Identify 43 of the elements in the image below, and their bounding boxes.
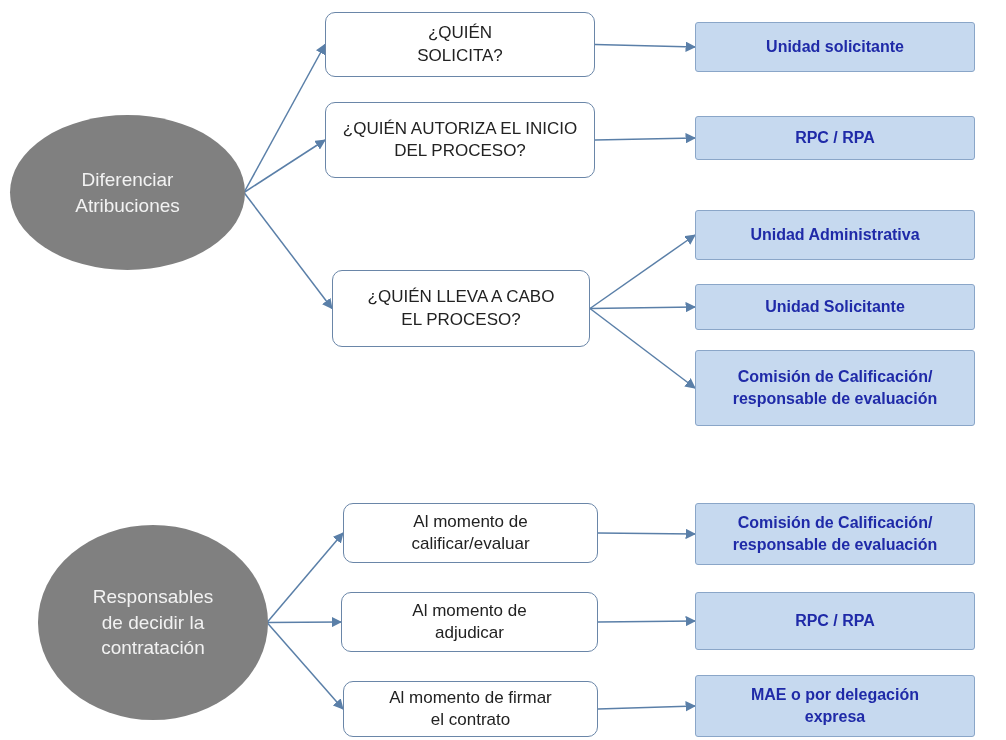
arrow xyxy=(594,41,697,52)
node-label: Al momento de adjudicar xyxy=(411,599,528,644)
answer-box xyxy=(695,350,975,426)
node-label: Al momento de firmar el contrato xyxy=(388,686,553,731)
question-box xyxy=(341,592,598,652)
node-label: MAE o por delegación expresa xyxy=(750,685,920,727)
answer-box xyxy=(695,284,975,330)
answer-box xyxy=(695,210,975,260)
answer-box xyxy=(695,675,975,737)
node-label: Al momento de calificar/evaluar xyxy=(410,510,531,555)
node-label: Comisión de Calificación/ responsable de evaluación xyxy=(731,367,939,409)
node-label: Responsables de decidir la contratación xyxy=(91,585,215,661)
question-box xyxy=(325,102,595,178)
node-label: Unidad Administrativa xyxy=(750,225,920,246)
node-label: Diferenciar Atribuciones xyxy=(74,167,181,218)
node-label: Comisión de Calificación/ responsable de evaluación xyxy=(731,513,939,555)
arrow xyxy=(266,616,343,628)
arrow xyxy=(597,701,697,712)
arrow xyxy=(589,301,697,313)
node-label: ¿QUIÉN AUTORIZA EL INICIO DEL PROCESO? xyxy=(341,117,579,162)
question-box xyxy=(332,270,590,347)
answer-box xyxy=(695,503,975,565)
answer-box xyxy=(695,116,975,160)
arrow xyxy=(597,615,697,627)
arrow xyxy=(589,307,696,389)
arrow xyxy=(594,132,697,144)
node-label: Unidad solicitante xyxy=(766,37,904,58)
answer-box xyxy=(695,22,975,72)
question-box xyxy=(343,681,598,737)
node-label: RPC / RPA xyxy=(795,128,875,149)
arrow xyxy=(243,139,326,194)
arrow xyxy=(266,621,344,710)
question-box xyxy=(343,503,598,563)
arrow xyxy=(589,234,696,310)
node-label: Unidad Solicitante xyxy=(765,297,905,318)
node-label: ¿QUIÉN LLEVA A CABO EL PROCESO? xyxy=(366,286,556,331)
answer-box xyxy=(695,592,975,650)
node-label: ¿QUIÉN SOLICITA? xyxy=(416,22,504,67)
question-box xyxy=(325,12,595,77)
arrow xyxy=(266,532,344,624)
node-label: RPC / RPA xyxy=(795,611,875,632)
arrow xyxy=(597,528,697,540)
arrow xyxy=(243,191,333,310)
